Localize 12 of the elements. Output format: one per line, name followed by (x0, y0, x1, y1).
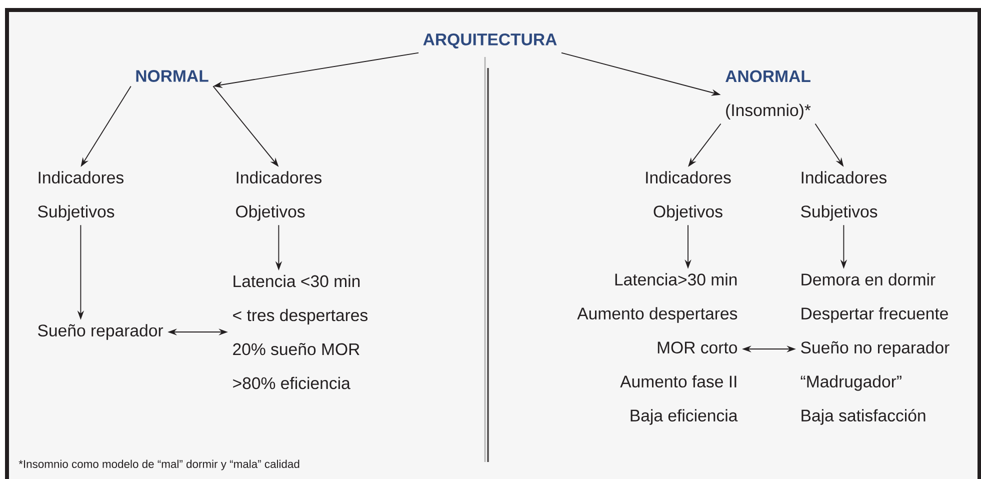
heading-text: ANORMAL (Insomnio)* (726, 70, 811, 120)
indicator-list: Demora en dormir Despertar frecuente Sueño no reparador “Madrugador” Baja satisfacción (800, 273, 950, 425)
category-text: Indicadores Objetivos (236, 171, 322, 221)
category-text: Indicadores Subjetivos (38, 171, 124, 221)
outcome-text: Sueño reparador (38, 324, 164, 340)
category-text: Indicadores Objetivos (646, 171, 731, 221)
footnote: *Insomnio como modelo de “mal” dormir y “mala” calidad (18, 460, 300, 470)
heading-text: NORMAL (136, 70, 208, 82)
indicator-list: Latencia <30 min < tres despertares 20% sueño MOR >80% eficiencia (233, 274, 368, 390)
indicator-list: Latencia>30 min Aumento despertares MOR corto Aumento fase II Baja eficiencia (577, 273, 738, 425)
category-text: Indicadores Subjetivos (801, 171, 886, 221)
heading-text: ARQUITECTURA (423, 33, 557, 49)
